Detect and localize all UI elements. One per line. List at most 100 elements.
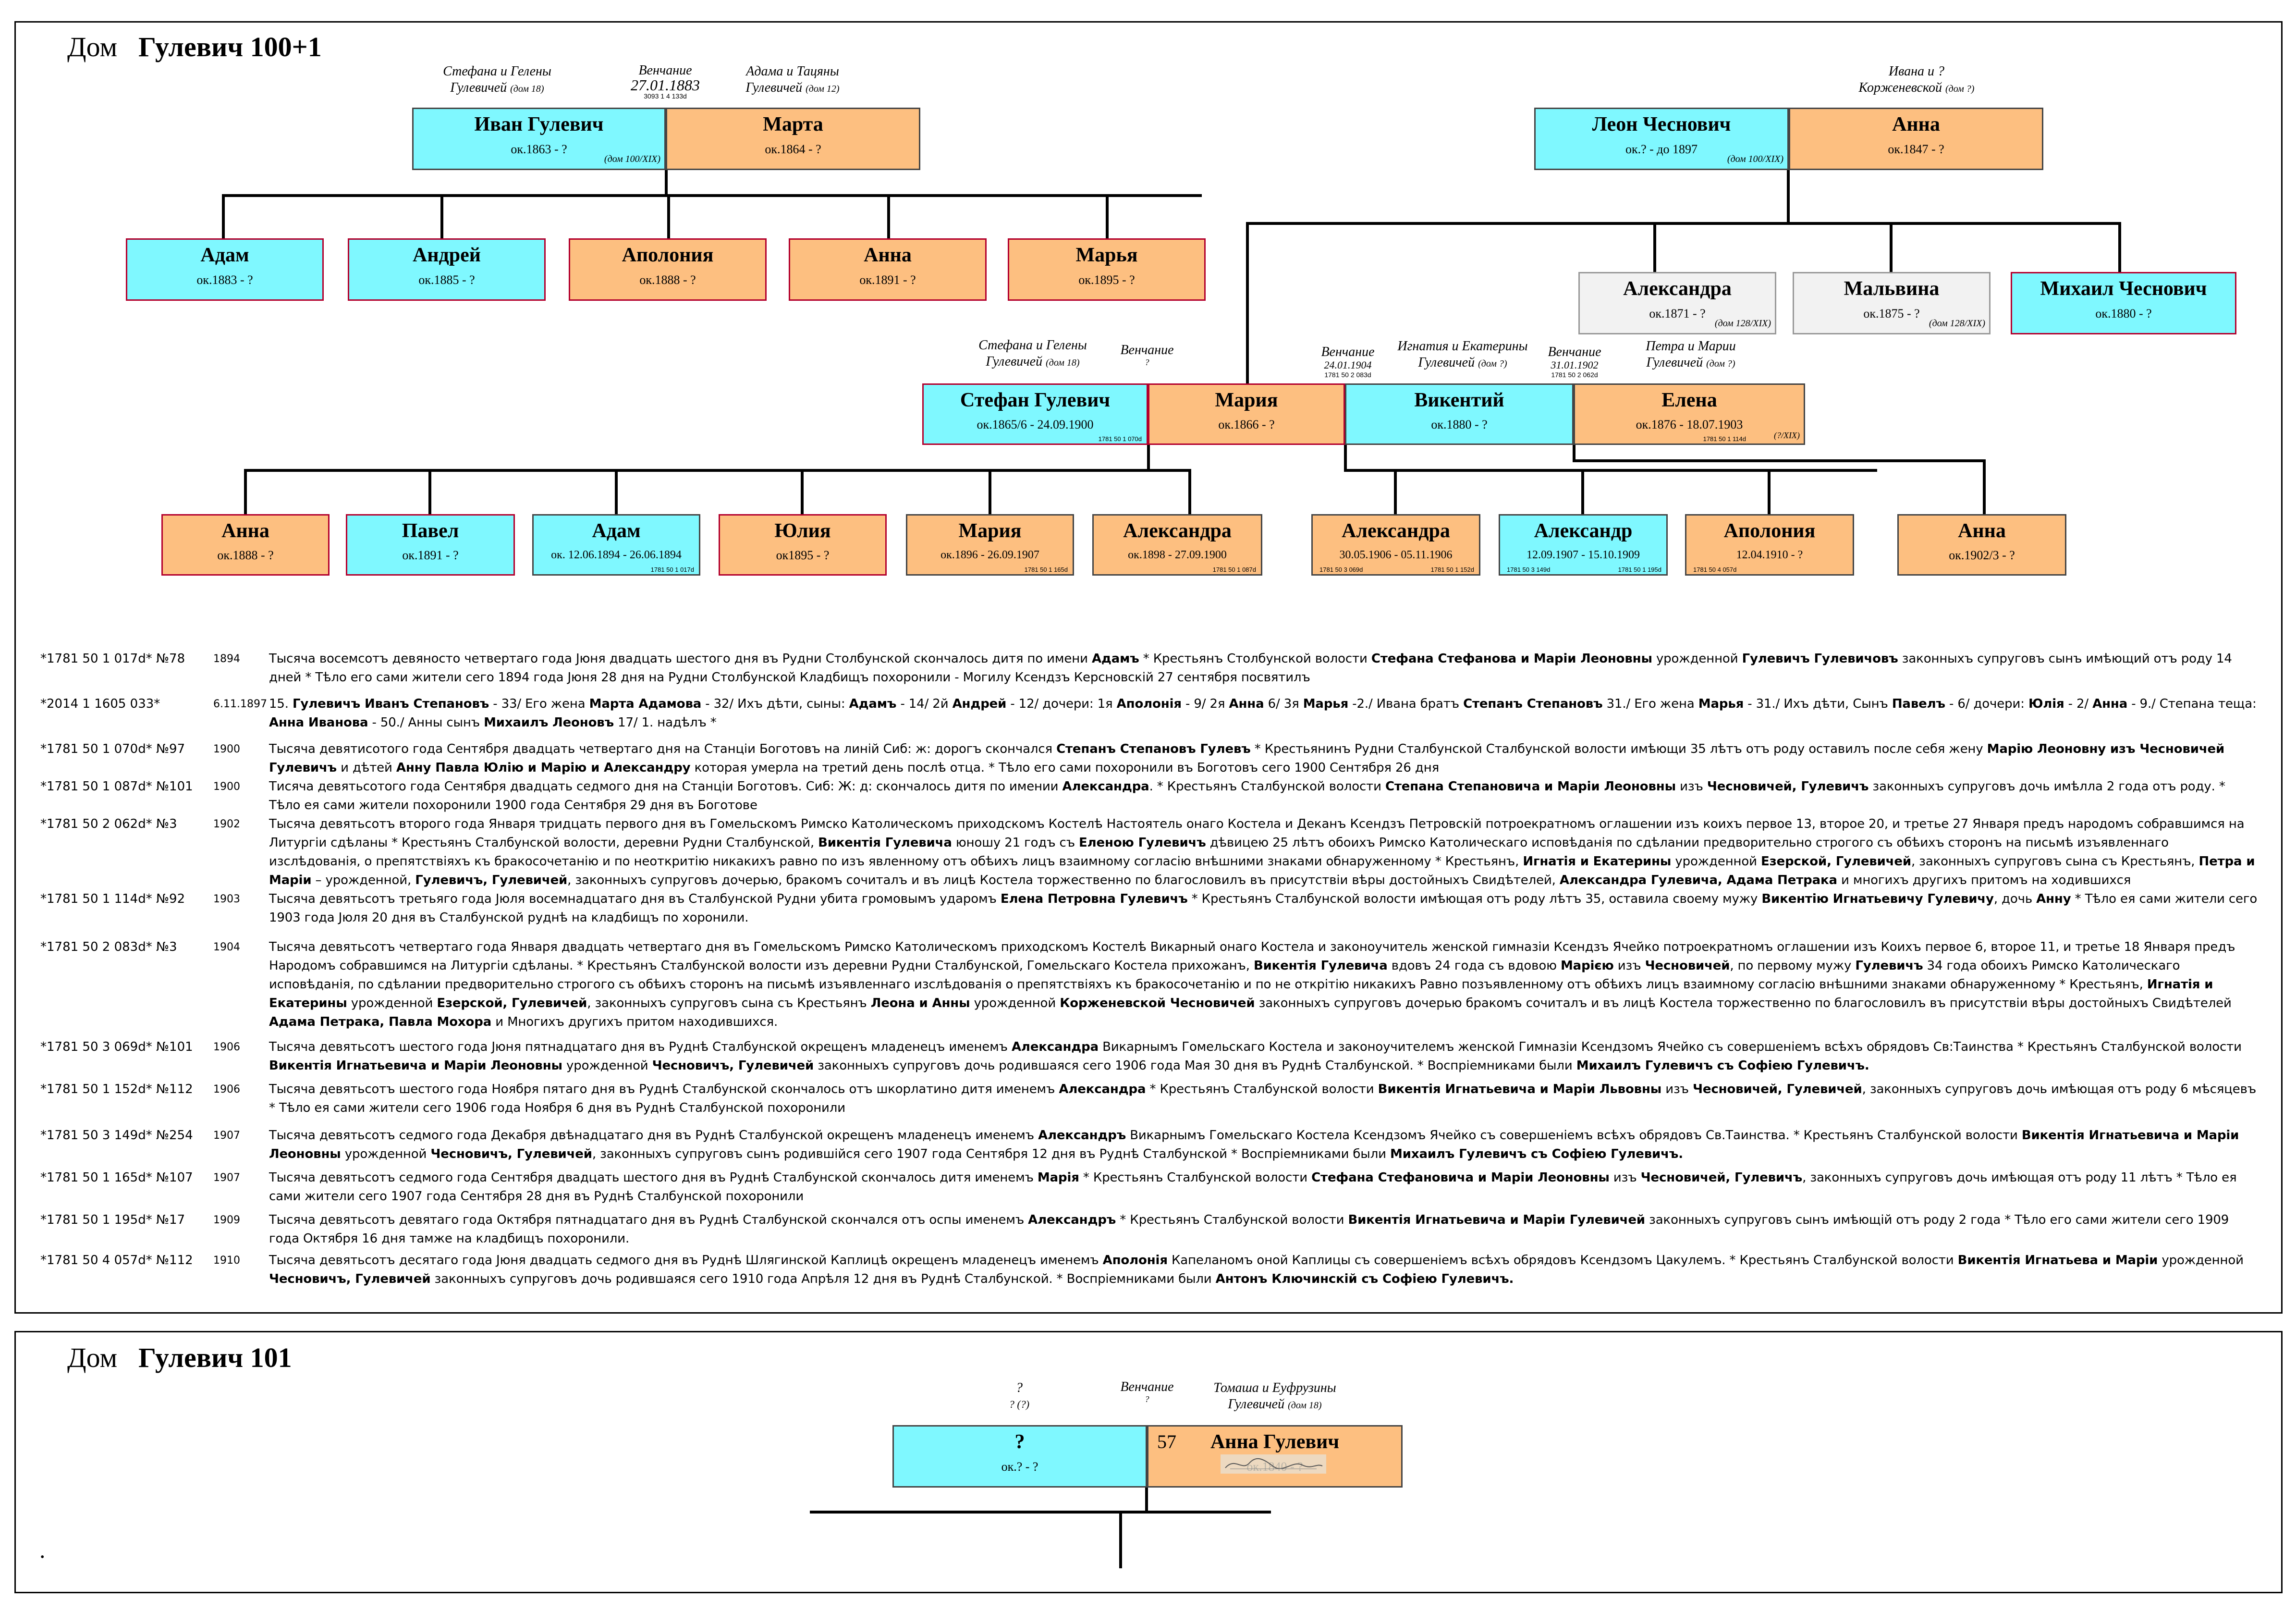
person-leon-chesnovich[interactable]: Леон Чеснович ок.? - до 1897 (дом 100/XI…: [1534, 108, 1789, 170]
tree-line: [222, 194, 225, 238]
house-title-name: Гулевич 100+1: [138, 31, 322, 62]
record-id: *1781 50 1 195d* №17: [40, 1213, 185, 1227]
footer-mark: •: [40, 1551, 45, 1563]
tree-line: [887, 194, 890, 238]
tree-line: [1573, 459, 1986, 462]
child-aleksandra-v[interactable]: Александра 30.05.1906 - 05.11.1906 1781 …: [1311, 514, 1480, 576]
record-year: 1903: [213, 893, 240, 905]
parents-marta-label: Адама и Тацяны Гулевичей (дом 12): [745, 64, 840, 95]
child-anna-e[interactable]: Анна ок.1902/3 - ?: [1897, 514, 2066, 576]
tree-line: [665, 170, 668, 195]
child-pavel[interactable]: Павел ок.1891 - ?: [346, 514, 515, 576]
record-text: Тысяча девятисотого года Сентября двадца…: [269, 742, 2225, 775]
record-text: Тысяча восемсотъ девяносто четвертаго го…: [269, 652, 2232, 685]
tree-line: [1106, 194, 1109, 238]
record-year: 1900: [213, 781, 240, 793]
record-id: *1781 50 4 057d* №112: [40, 1253, 193, 1268]
person-stefan-gulevich[interactable]: Стефан Гулевич ок.1865/6 - 24.09.1900 17…: [922, 383, 1148, 445]
record-id: *1781 50 1 114d* №92: [40, 892, 185, 906]
tree-line: [1581, 469, 1584, 514]
tree-line: [1188, 469, 1191, 514]
person-maria-chesnovich[interactable]: Мария ок.1866 - ?: [1148, 383, 1345, 445]
tree-line: [1890, 222, 1893, 272]
person-unknown-husband[interactable]: ? ок.? - ?: [892, 1425, 1147, 1488]
record-year: 1907: [213, 1130, 240, 1142]
record-text: Тысяча девятьсотъ седмого года Декабря д…: [269, 1128, 2239, 1161]
record-year: 6.11.1897: [213, 698, 267, 710]
child-andrey[interactable]: Андрей ок.1885 - ?: [348, 238, 546, 301]
record-year: 1900: [213, 743, 240, 755]
wedding-stefan-maria: Венчание ?: [1120, 343, 1174, 368]
record-year: 1894: [213, 653, 240, 665]
signature-image: [1221, 1454, 1326, 1474]
wedding-ivan-marta: Венчание 27.01.1883 3093 1 4 133d: [631, 63, 700, 100]
record-text: 15. Гулевичъ Иванъ Степановъ - 33/ Его ж…: [269, 697, 2257, 730]
child-aleksandr-v[interactable]: Александр 12.09.1907 - 15.10.1909 1781 5…: [1499, 514, 1668, 576]
tree-line: [1246, 222, 2120, 225]
record-year: 1904: [213, 941, 240, 953]
record-text: Тисяча девятьсотого года Сентября двадца…: [269, 779, 2225, 812]
child-anna-s[interactable]: Анна ок.1888 - ?: [161, 514, 330, 576]
record-entry: *1781 50 1 087d* №101 1900 Тисяча девятьсо…: [40, 777, 2259, 815]
person-marta[interactable]: Марта ок.1864 - ?: [666, 108, 920, 170]
record-text: Тысяча девятьсотъ второго года Января тр…: [269, 817, 2255, 887]
parents-ivan-label: Стефана и Гелены Гулевичей (дом 18): [443, 64, 551, 95]
child-apolonia[interactable]: Аполония ок.1888 - ?: [569, 238, 767, 301]
record-text: Тысяча девятьсотъ шестого года Ноября пя…: [269, 1082, 2257, 1115]
parents-anna-label: Ивана и ? Корженевской (дом ?): [1858, 64, 1975, 95]
person-anna-gulevich[interactable]: Анна Гулевич ок.1840 - ? 57: [1147, 1425, 1403, 1488]
wedding-maria-vikenty: Венчание 24.01.1904 1781 50 2 083d: [1321, 345, 1375, 379]
child-adam[interactable]: Адам ок.1883 - ?: [126, 238, 324, 301]
tree-line: [428, 469, 431, 514]
record-text: Тысяча девятьсотъ девятаго года Октября …: [269, 1213, 2229, 1246]
child-maria-s[interactable]: Мария ок.1896 - 26.09.1907 1781 50 1 165…: [906, 514, 1074, 576]
child-aleksandra-s[interactable]: Александра ок.1898 - 27.09.1900 1781 50 …: [1092, 514, 1262, 576]
child-adam-s[interactable]: Адам ок. 12.06.1894 - 26.06.1894 1781 50…: [532, 514, 700, 576]
wedding-vikenty-elena: Венчание 31.01.1902 1781 50 2 062d: [1548, 345, 1601, 379]
parents-vikenty-label: Игнатия и Екатерины Гулевичей (дом ?): [1397, 339, 1528, 370]
tree-line: [1768, 469, 1771, 514]
person-elena[interactable]: Елена ок.1876 - 18.07.1903 (?/XIX) 1781 …: [1574, 383, 1805, 445]
child-marya[interactable]: Марья ок.1895 - ?: [1008, 238, 1206, 301]
house-101-frame: [14, 1331, 2283, 1593]
tree-line: [1394, 469, 1397, 514]
tree-line: [615, 469, 618, 514]
child-mikhail-chesnovich[interactable]: Михаил Чеснович ок.1880 - ?: [2011, 272, 2236, 334]
house-100-frame: [14, 21, 2283, 1314]
record-id: *1781 50 2 062d* №3: [40, 817, 177, 831]
child-yulia[interactable]: Юлия ок1895 - ?: [719, 514, 887, 576]
tree-line: [244, 469, 247, 514]
person-vikenty[interactable]: Викентий ок.1880 - ?: [1345, 383, 1574, 445]
child-apolonia-v[interactable]: Аполония 12.04.1910 - ? 1781 50 4 057d: [1685, 514, 1854, 576]
record-id: *1781 50 1 087d* №101: [40, 779, 193, 794]
person-anna-chesnovich[interactable]: Анна ок.1847 - ?: [1789, 108, 2043, 170]
record-text: Тысяча девятьсотъ десятаго года Јюня два…: [269, 1253, 2244, 1286]
tree-line: [2118, 222, 2121, 272]
tree-line: [222, 194, 1202, 197]
record-year: 1902: [213, 818, 240, 830]
record-entry: *1781 50 1 195d* №17 1909 Тысяча девятьсот…: [40, 1211, 2259, 1248]
record-id: *1781 50 1 165d* №107: [40, 1170, 193, 1185]
tree-line: [801, 469, 804, 514]
tree-line: [1145, 1488, 1148, 1514]
record-year: 1906: [213, 1041, 240, 1053]
record-text: Тысяча девятьсотъ четвертаго года Января…: [269, 940, 2235, 1029]
child-malvina[interactable]: Мальвина ок.1875 - ? (дом 128/XIX): [1793, 272, 1991, 334]
record-year: 1909: [213, 1214, 240, 1226]
record-id: *1781 50 1 070d* №97: [40, 742, 185, 756]
person-ivan-gulevich[interactable]: Иван Гулевич ок.1863 - ? (дом 100/XIX): [412, 108, 666, 170]
parents-elena-label: Петра и Марии Гулевичей (дом ?): [1646, 339, 1736, 370]
record-entry: *1781 50 3 149d* №254 1907 Тысяча девятьсо…: [40, 1126, 2259, 1164]
tree-line: [440, 194, 443, 238]
child-aleksandra-chesnovich[interactable]: Александра ок.1871 - ? (дом 128/XIX): [1578, 272, 1776, 334]
record-id: *1781 50 3 149d* №254: [40, 1128, 193, 1143]
tree-line: [1147, 445, 1150, 471]
tree-line: [1344, 445, 1347, 471]
parents-stefan-label: Стефана и Гелены Гулевичей (дом 18): [978, 338, 1087, 369]
record-year: 1906: [213, 1083, 240, 1095]
child-anna[interactable]: Анна ок.1891 - ?: [789, 238, 987, 301]
